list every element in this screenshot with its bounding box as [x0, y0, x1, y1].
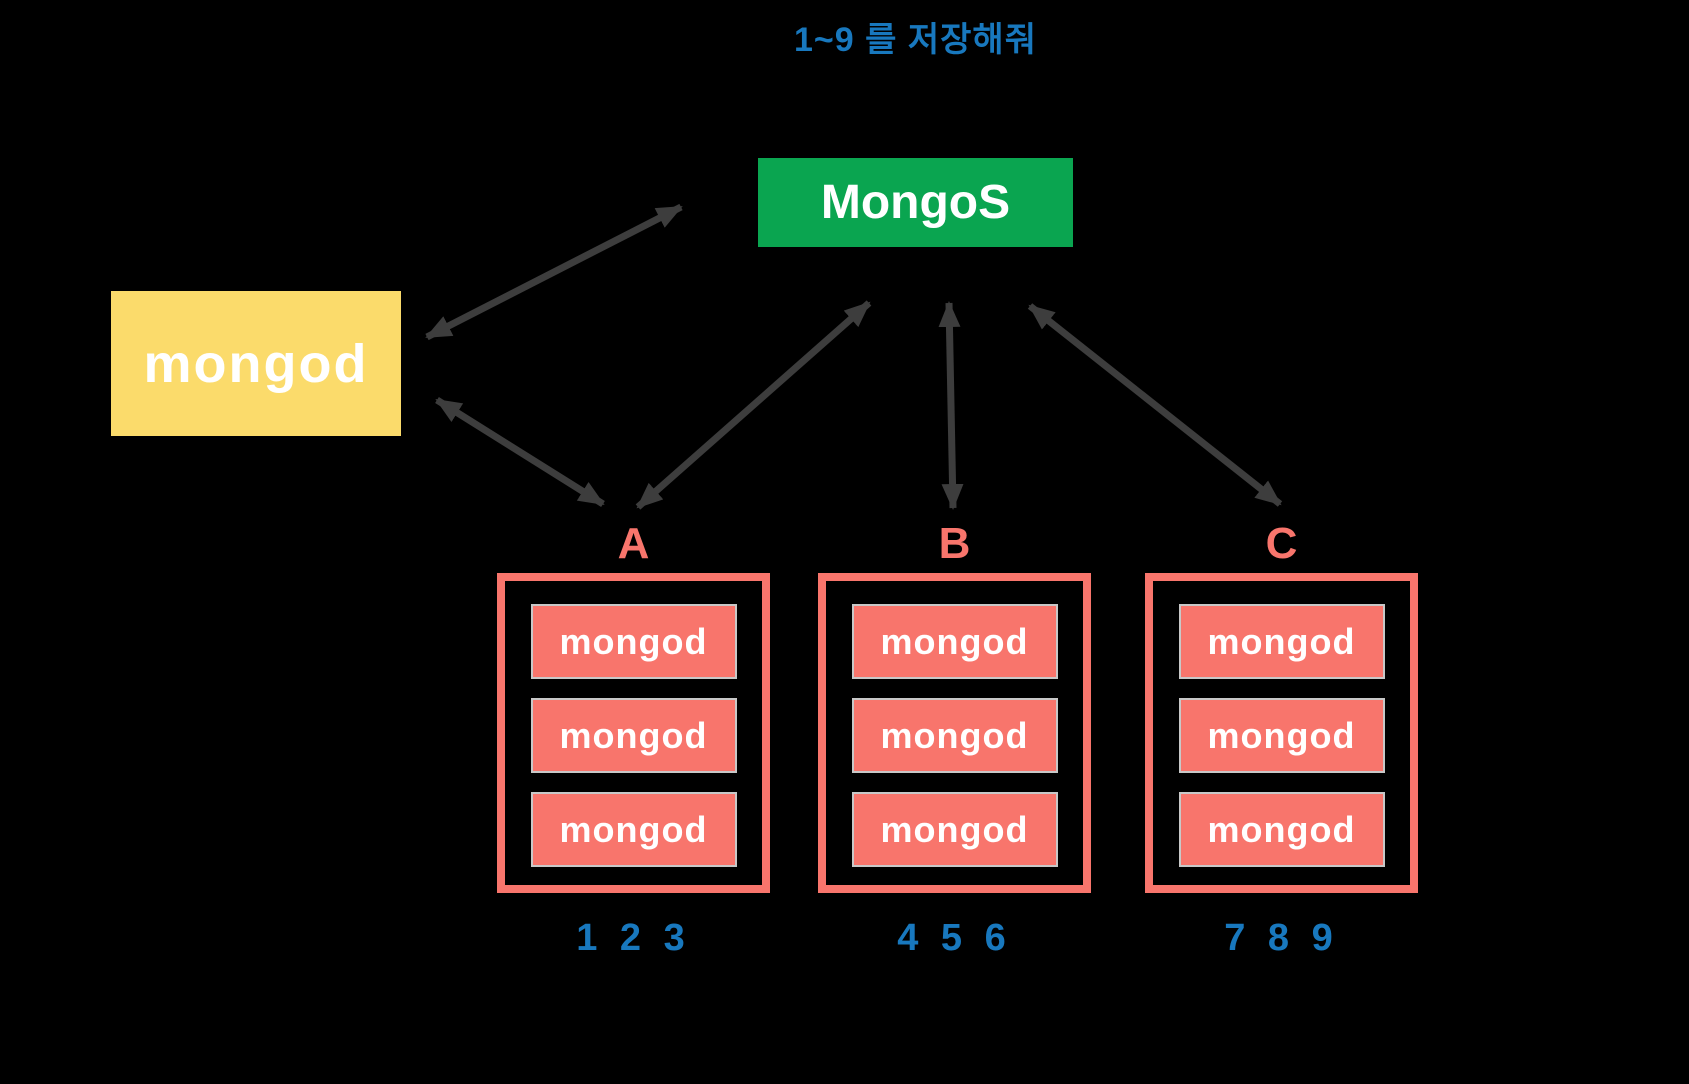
mongod-node: mongod: [530, 698, 737, 773]
shard-c-label: C: [1265, 519, 1298, 568]
mongod-node: mongod: [851, 604, 1058, 679]
shard-a-group: A mongod mongod mongod 1 2 3: [497, 519, 770, 960]
mongod-node: mongod: [1178, 698, 1385, 773]
config-server-label: mongod: [143, 333, 369, 394]
config-server-box: mongod: [111, 291, 401, 436]
mongod-node: mongod: [1178, 792, 1385, 867]
shard-b-box: mongod mongod mongod: [818, 573, 1091, 893]
arrow-config-shard-a: [435, 397, 605, 507]
shard-c-group: C mongod mongod mongod 7 8 9: [1145, 519, 1418, 960]
mongos-router-label: MongoS: [820, 176, 1011, 229]
arrow-mongos-shard-a: [635, 300, 872, 510]
arrow-mongos-shard-c: [1027, 303, 1283, 507]
diagram-title: 1~9 를 저장해줘: [794, 21, 1037, 59]
shard-a-values: 1 2 3: [576, 917, 691, 959]
shard-b-values: 4 5 6: [897, 917, 1012, 959]
mongod-node: mongod: [851, 698, 1058, 773]
mongod-node: mongod: [1178, 604, 1385, 679]
arrow-mongos-shard-b: [938, 301, 964, 510]
mongos-router-box: MongoS: [758, 158, 1073, 247]
shard-b-group: B mongod mongod mongod 4 5 6: [818, 519, 1091, 960]
arrow-config-mongos: [425, 203, 683, 341]
mongod-node: mongod: [851, 792, 1058, 867]
shard-c-values: 7 8 9: [1224, 917, 1339, 959]
shard-b-label: B: [938, 519, 971, 568]
shard-a-label: A: [617, 519, 650, 568]
shard-c-box: mongod mongod mongod: [1145, 573, 1418, 893]
shard-a-box: mongod mongod mongod: [497, 573, 770, 893]
mongod-node: mongod: [530, 604, 737, 679]
mongod-node: mongod: [530, 792, 737, 867]
